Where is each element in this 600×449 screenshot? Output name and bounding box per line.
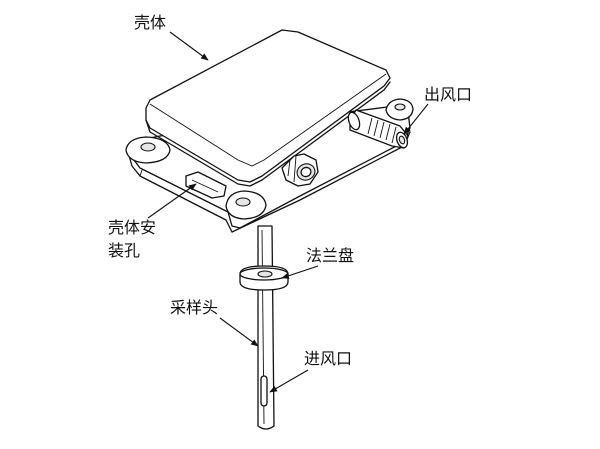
leader-inlet xyxy=(269,369,309,393)
leader-lines xyxy=(147,31,429,393)
label-mount-hole-line1: 壳体安 xyxy=(108,218,156,237)
label-outlet: 出风口 xyxy=(424,85,472,104)
label-shell: 壳体 xyxy=(134,13,166,32)
under-bracket xyxy=(185,171,227,199)
cable-gland xyxy=(281,153,319,187)
flange-disc xyxy=(239,265,289,291)
mount-lug-front xyxy=(225,190,267,220)
mount-hole-front xyxy=(235,197,251,207)
leader-probe xyxy=(219,317,259,347)
outlet-nozzle xyxy=(347,109,409,149)
leader-flange xyxy=(281,265,319,279)
label-inlet: 进风口 xyxy=(304,349,352,368)
inlet-slot xyxy=(260,375,268,407)
mount-lug-right xyxy=(385,98,414,121)
label-flange: 法兰盘 xyxy=(306,246,354,265)
leader-shell xyxy=(169,31,209,61)
label-probe: 采样头 xyxy=(170,298,218,317)
label-mount-hole-line2: 装孔 xyxy=(108,241,140,260)
leader-outlet xyxy=(403,103,429,135)
mount-lug-left xyxy=(125,136,171,164)
housing xyxy=(145,29,391,187)
mount-hole-left xyxy=(140,142,156,152)
leader-mount-hole xyxy=(147,183,197,219)
